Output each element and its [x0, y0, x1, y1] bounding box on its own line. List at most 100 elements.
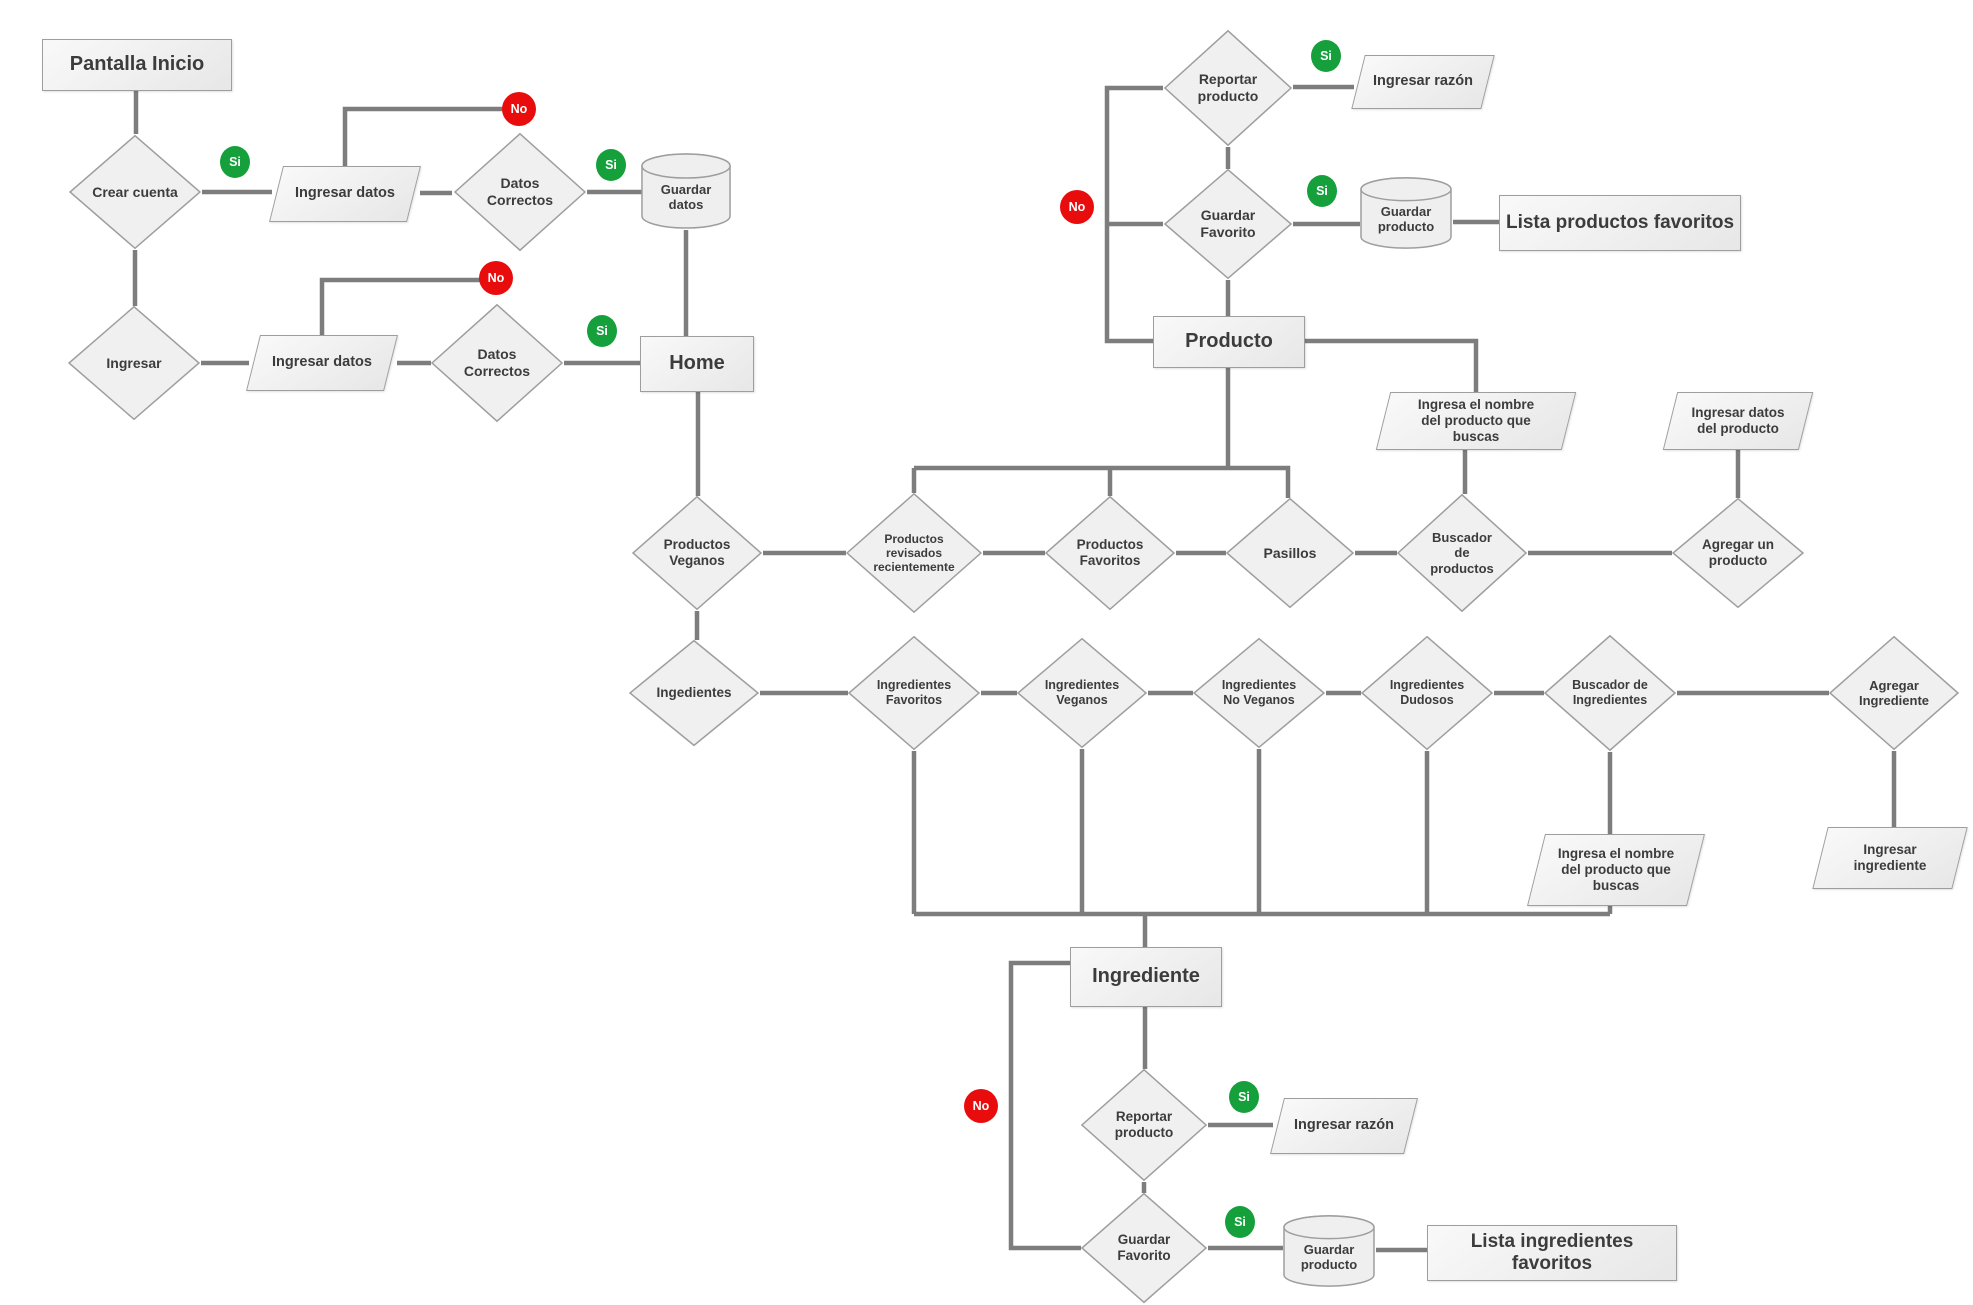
- node-productos-veganos: Productos Veganos: [631, 495, 763, 611]
- node-pantalla-inicio: Pantalla Inicio: [42, 39, 232, 91]
- node-guardar-favorito-1: Guardar Favorito: [1163, 168, 1293, 280]
- node-label: Ingedientes: [656, 685, 732, 701]
- node-agregar-ingrediente: Agregar Ingrediente: [1828, 635, 1960, 751]
- node-label: Ingresar ingrediente: [1853, 842, 1927, 873]
- node-ingedientes: Ingedientes: [628, 639, 760, 747]
- node-label: Agregar Ingrediente: [1858, 677, 1930, 708]
- node-ingresa-nombre-producto-1: Ingresa el nombre del producto que busca…: [1375, 392, 1577, 450]
- yes-badge: Si: [1229, 1081, 1259, 1113]
- node-label: Reportar producto: [1114, 1109, 1174, 1140]
- diamond-shape: [1080, 1192, 1208, 1304]
- node-label: Pantalla Inicio: [69, 53, 205, 76]
- node-label: Ingredientes Favoritos: [876, 678, 952, 707]
- node-label: Pasillos: [1263, 544, 1317, 561]
- no-badge: No: [502, 92, 536, 126]
- node-agregar-producto: Agregar un producto: [1671, 497, 1805, 609]
- node-label: Guardar producto: [1300, 1241, 1358, 1272]
- diamond-shape: [845, 492, 983, 614]
- diamond-shape: [1360, 635, 1494, 751]
- diamond-shape: [430, 303, 564, 423]
- node-label: Reportar producto: [1197, 71, 1259, 104]
- node-label: Datos Correctos: [486, 175, 554, 208]
- node-producto: Producto: [1153, 316, 1305, 368]
- node-datos-correctos-2: Datos Correctos: [430, 303, 564, 423]
- node-ingredientes-no-veganos: Ingredientes No Veganos: [1192, 637, 1326, 749]
- node-home: Home: [640, 336, 754, 392]
- no-badge: No: [479, 261, 513, 295]
- diamond-shape: [1080, 1068, 1208, 1182]
- node-ingredientes-veganos: Ingredientes Veganos: [1016, 637, 1148, 749]
- node-label: Ingresa el nombre del producto que busca…: [1417, 397, 1535, 444]
- yes-badge: Si: [587, 315, 617, 347]
- node-buscador-ingredientes: Buscador de Ingredientes: [1543, 634, 1677, 752]
- node-label: Ingresar: [106, 354, 162, 371]
- node-label: Producto: [1185, 330, 1273, 353]
- node-label: Guardar Favorito: [1200, 207, 1256, 240]
- no-badge: No: [1060, 190, 1094, 224]
- yes-badge: Si: [596, 149, 626, 181]
- diamond-shape: [847, 635, 981, 751]
- node-label: Buscador de productos: [1430, 530, 1494, 576]
- node-pasillos: Pasillos: [1225, 497, 1355, 609]
- node-ingresar: Ingresar: [67, 305, 201, 421]
- diamond-shape: [1543, 634, 1677, 752]
- node-label: Crear cuenta: [92, 183, 178, 200]
- node-lista-productos-favoritos: Lista productos favoritos: [1499, 195, 1741, 251]
- node-label: Ingredientes Veganos: [1044, 678, 1120, 707]
- diamond-shape: [1671, 497, 1805, 609]
- yes-badge: Si: [1307, 175, 1337, 207]
- node-label: Ingresar razón: [1373, 73, 1473, 90]
- cylinder-shape: [640, 152, 732, 230]
- node-buscador-productos: Buscador de productos: [1396, 493, 1528, 613]
- diamond-shape: [67, 305, 201, 421]
- node-label: Buscador de Ingredientes: [1572, 678, 1648, 707]
- cylinder-shape: [1282, 1214, 1376, 1288]
- node-reportar-producto-2: Reportar producto: [1080, 1068, 1208, 1182]
- node-ingredientes-favoritos: Ingredientes Favoritos: [847, 635, 981, 751]
- node-label: Productos Favoritos: [1076, 537, 1144, 568]
- node-label: Agregar un producto: [1701, 537, 1774, 568]
- node-label: Productos revisados recientemente: [873, 531, 955, 575]
- diamond-shape: [1016, 637, 1148, 749]
- node-productos-favoritos: Productos Favoritos: [1044, 495, 1176, 611]
- diamond-shape: [68, 134, 202, 250]
- diamond-shape: [1828, 635, 1960, 751]
- diamond-shape: [628, 639, 760, 747]
- node-ingresar-razon-1: Ingresar razón: [1351, 55, 1495, 109]
- node-label: Ingresa el nombre del producto que busca…: [1557, 846, 1675, 893]
- node-guardar-datos: Guardar datos: [640, 152, 732, 230]
- node-label: Lista ingredientes favoritos: [1470, 1230, 1634, 1274]
- yes-badge: Si: [220, 146, 250, 178]
- node-label: Datos Correctos: [463, 346, 531, 379]
- node-label: Lista productos favoritos: [1505, 211, 1735, 233]
- node-ingrediente: Ingrediente: [1070, 947, 1222, 1007]
- diamond-shape: [1163, 168, 1293, 280]
- node-guardar-producto-2: Guardar producto: [1282, 1214, 1376, 1288]
- yes-badge: Si: [1311, 40, 1341, 72]
- yes-badge: Si: [1225, 1206, 1255, 1238]
- node-ingresar-datos-1: Ingresar datos: [269, 166, 421, 222]
- diamond-shape: [631, 495, 763, 611]
- connector-paths: [132, 84, 1897, 1253]
- node-datos-correctos-1: Datos Correctos: [453, 132, 587, 252]
- diamond-shape: [1192, 637, 1326, 749]
- node-guardar-producto-1: Guardar producto: [1359, 176, 1453, 250]
- diamond-shape: [453, 132, 587, 252]
- node-crear-cuenta: Crear cuenta: [68, 134, 202, 250]
- node-ingresar-razon-2: Ingresar razón: [1270, 1098, 1418, 1154]
- node-guardar-favorito-2: Guardar Favorito: [1080, 1192, 1208, 1304]
- diamond-shape: [1396, 493, 1528, 613]
- node-label: Home: [669, 352, 725, 375]
- node-label: Ingresar datos: [272, 354, 372, 371]
- node-label: Productos Veganos: [663, 537, 731, 568]
- no-badge: No: [964, 1089, 998, 1123]
- node-reportar-producto-1: Reportar producto: [1163, 29, 1293, 147]
- node-lista-ingredientes-favoritos: Lista ingredientes favoritos: [1427, 1225, 1677, 1281]
- node-label: Ingresar datos del producto: [1691, 405, 1785, 436]
- cylinder-shape: [1359, 176, 1453, 250]
- diamond-shape: [1044, 495, 1176, 611]
- node-ingresar-datos-producto: Ingresar datos del producto: [1662, 392, 1814, 450]
- node-label: Ingredientes Dudosos: [1389, 678, 1465, 707]
